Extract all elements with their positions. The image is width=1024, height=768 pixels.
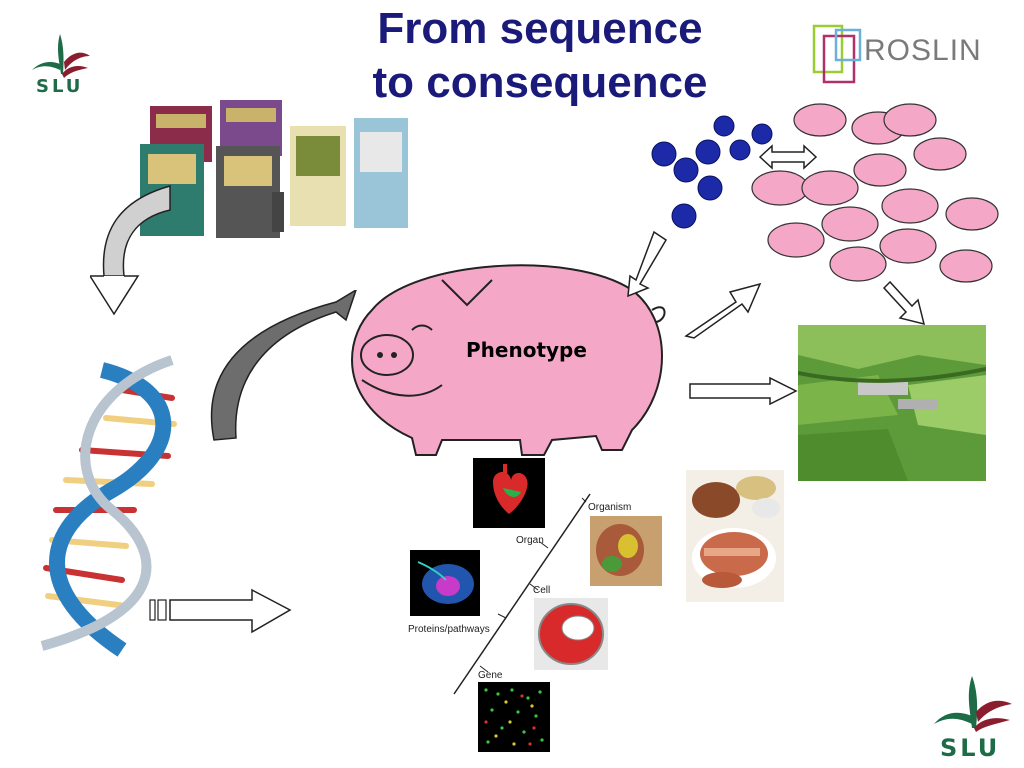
curved-arrow-feed-to-dna [90, 185, 171, 316]
dna-helix-image [40, 355, 177, 657]
slide-title: From sequence to consequence [300, 2, 780, 110]
roast-meat-image [686, 470, 784, 602]
arrow-pig-to-farm [689, 376, 798, 406]
microarray-image [478, 682, 550, 752]
arrow-herd-to-farm [882, 280, 926, 326]
slu-logo-icon [934, 676, 1012, 732]
level-label-proteins: Proteins/pathways [408, 624, 490, 635]
level-label-organism: Organism [588, 502, 632, 513]
feed-bags-image [140, 100, 408, 238]
cell-diagram-image [534, 598, 608, 670]
level-label-organ: Organ [516, 535, 544, 546]
double-arrow-icon [758, 144, 818, 170]
curved-arrow-dna-to-pig [210, 290, 357, 441]
slu-logo-top: SLU [28, 30, 98, 100]
level-label-gene: Gene [478, 670, 503, 681]
levels-axis [453, 493, 591, 695]
roslin-logo-icon [812, 24, 862, 84]
organism-anatomy-image [590, 516, 662, 586]
protein-cell-image [410, 550, 480, 616]
title-line-1: From sequence [377, 4, 703, 53]
slu-wordmark-bottom: SLU [940, 734, 1001, 762]
phenotype-label: Phenotype [466, 338, 587, 362]
syringe-icon [627, 230, 668, 298]
central-pig-image [350, 264, 666, 456]
level-label-cell: Cell [533, 585, 551, 596]
title-line-2: to consequence [372, 58, 708, 107]
arrow-pig-to-herd [684, 282, 762, 339]
slu-wordmark-top: SLU [36, 76, 84, 97]
slu-logo-icon [32, 34, 90, 78]
roslin-wordmark: ROSLIN [864, 34, 982, 67]
farm-aerial-image [798, 325, 986, 481]
virus-particles-icon [651, 115, 773, 229]
heart-scan-image [473, 458, 545, 528]
pig-herd-image [751, 103, 999, 283]
roslin-logo: ROSLIN [808, 20, 1008, 88]
slu-logo-bottom: SLU [930, 672, 1020, 768]
striped-arrow-dna-to-levels [149, 588, 292, 634]
